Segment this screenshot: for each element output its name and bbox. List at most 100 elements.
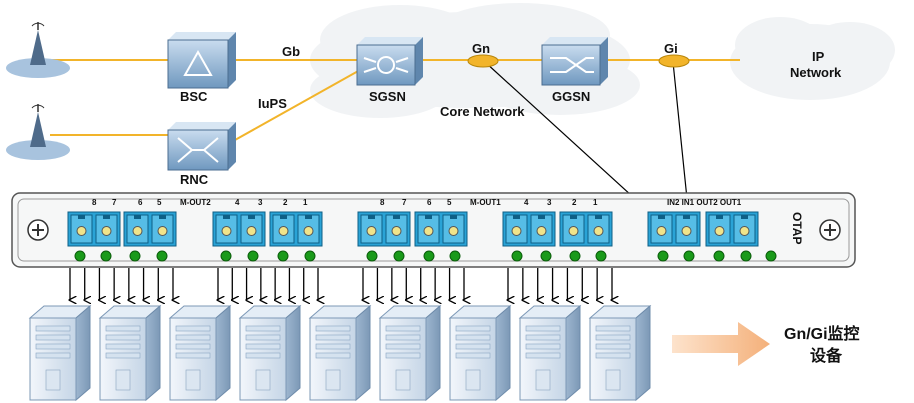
status-led	[595, 250, 607, 262]
fiber-port	[530, 214, 553, 244]
port-module	[559, 211, 613, 247]
port-number-label: 5	[157, 198, 162, 207]
fiber-port	[733, 214, 756, 244]
port-number-label: 5	[447, 198, 452, 207]
port-number-label: 6	[427, 198, 432, 207]
server-icon	[588, 304, 652, 402]
port-module	[212, 211, 266, 247]
iups-label: IuPS	[258, 96, 287, 111]
otap-ports	[67, 211, 759, 247]
port-number-label: 2	[572, 198, 577, 207]
fiber-port	[587, 214, 610, 244]
ip-network-cloud	[730, 17, 895, 100]
core-network-label: Core Network	[440, 104, 525, 119]
network-links	[50, 59, 740, 141]
server-icon	[518, 304, 582, 402]
monitoring-servers	[28, 304, 652, 402]
group1-label: M-OUT2	[180, 198, 211, 207]
fiber-port	[442, 214, 465, 244]
server-icon	[238, 304, 302, 402]
server-icon	[28, 304, 92, 402]
status-led	[129, 250, 141, 262]
port-module	[357, 211, 411, 247]
otap-name-label: OTAP	[790, 212, 804, 245]
fiber-port	[360, 214, 383, 244]
fiber-port	[505, 214, 528, 244]
status-led	[683, 250, 695, 262]
port-number-label: 3	[547, 198, 552, 207]
status-led	[100, 250, 112, 262]
server-icon	[98, 304, 162, 402]
rnc-device-icon	[167, 122, 236, 171]
status-led	[393, 250, 405, 262]
sgsn-device-icon	[356, 37, 423, 86]
fiber-port	[272, 214, 295, 244]
status-led	[713, 250, 725, 262]
status-led	[74, 250, 86, 262]
status-led	[569, 250, 581, 262]
monitoring-label-line2: 设备	[810, 348, 843, 365]
port-module	[269, 211, 323, 247]
fiber-port	[297, 214, 320, 244]
server-icon	[448, 304, 512, 402]
gn-interface-marker	[467, 54, 499, 68]
port-number-label: 7	[402, 198, 407, 207]
ip-network-label-line2: Network	[790, 65, 842, 80]
fiber-port	[675, 214, 698, 244]
gn-label: Gn	[472, 41, 491, 56]
cell-tower-icon	[6, 22, 70, 78]
group5-label: IN2 IN1 OUT2 OUT1	[667, 198, 742, 207]
gi-interface-marker	[658, 54, 690, 68]
port-number-label: 8	[92, 198, 97, 207]
port-module	[647, 211, 701, 247]
sgsn-label: SGSN	[369, 89, 406, 104]
status-led	[220, 250, 232, 262]
server-icon	[378, 304, 442, 402]
port-number-label: 4	[235, 198, 240, 207]
status-led	[423, 250, 435, 262]
port-number-label: 2	[283, 198, 288, 207]
port-module	[502, 211, 556, 247]
fiber-port	[562, 214, 585, 244]
status-led	[247, 250, 259, 262]
fiber-port	[708, 214, 731, 244]
ip-network-label-line1: IP	[812, 49, 825, 64]
status-led	[765, 250, 777, 262]
group3-label: M-OUT1	[470, 198, 501, 207]
ggsn-label: GGSN	[552, 89, 591, 104]
status-led	[277, 250, 289, 262]
server-icon	[308, 304, 372, 402]
status-led	[449, 250, 461, 262]
fiber-port	[95, 214, 118, 244]
port-number-label: 8	[380, 198, 385, 207]
output-arrows	[70, 268, 612, 300]
direction-arrow-icon	[672, 322, 770, 366]
status-led	[740, 250, 752, 262]
fiber-port	[240, 214, 263, 244]
port-module	[123, 211, 177, 247]
gi-label: Gi	[664, 41, 678, 56]
monitoring-label-line1: Gn/Gi监控	[784, 326, 860, 343]
status-led	[540, 250, 552, 262]
status-led	[511, 250, 523, 262]
cell-tower-icon	[6, 104, 70, 160]
port-number-label: 4	[524, 198, 529, 207]
port-module	[67, 211, 121, 247]
status-led	[366, 250, 378, 262]
port-module	[705, 211, 759, 247]
otap-leds	[74, 250, 777, 262]
port-number-label: 6	[138, 198, 143, 207]
status-led	[156, 250, 168, 262]
bsc-label: BSC	[180, 89, 208, 104]
port-number-label: 1	[303, 198, 308, 207]
rnc-label: RNC	[180, 172, 209, 187]
port-number-label: 3	[258, 198, 263, 207]
ggsn-device-icon	[541, 37, 608, 86]
fiber-port	[417, 214, 440, 244]
port-module	[414, 211, 468, 247]
fiber-port	[70, 214, 93, 244]
fiber-port	[215, 214, 238, 244]
server-icon	[168, 304, 232, 402]
bsc-device-icon	[167, 32, 236, 89]
port-number-label: 7	[112, 198, 117, 207]
